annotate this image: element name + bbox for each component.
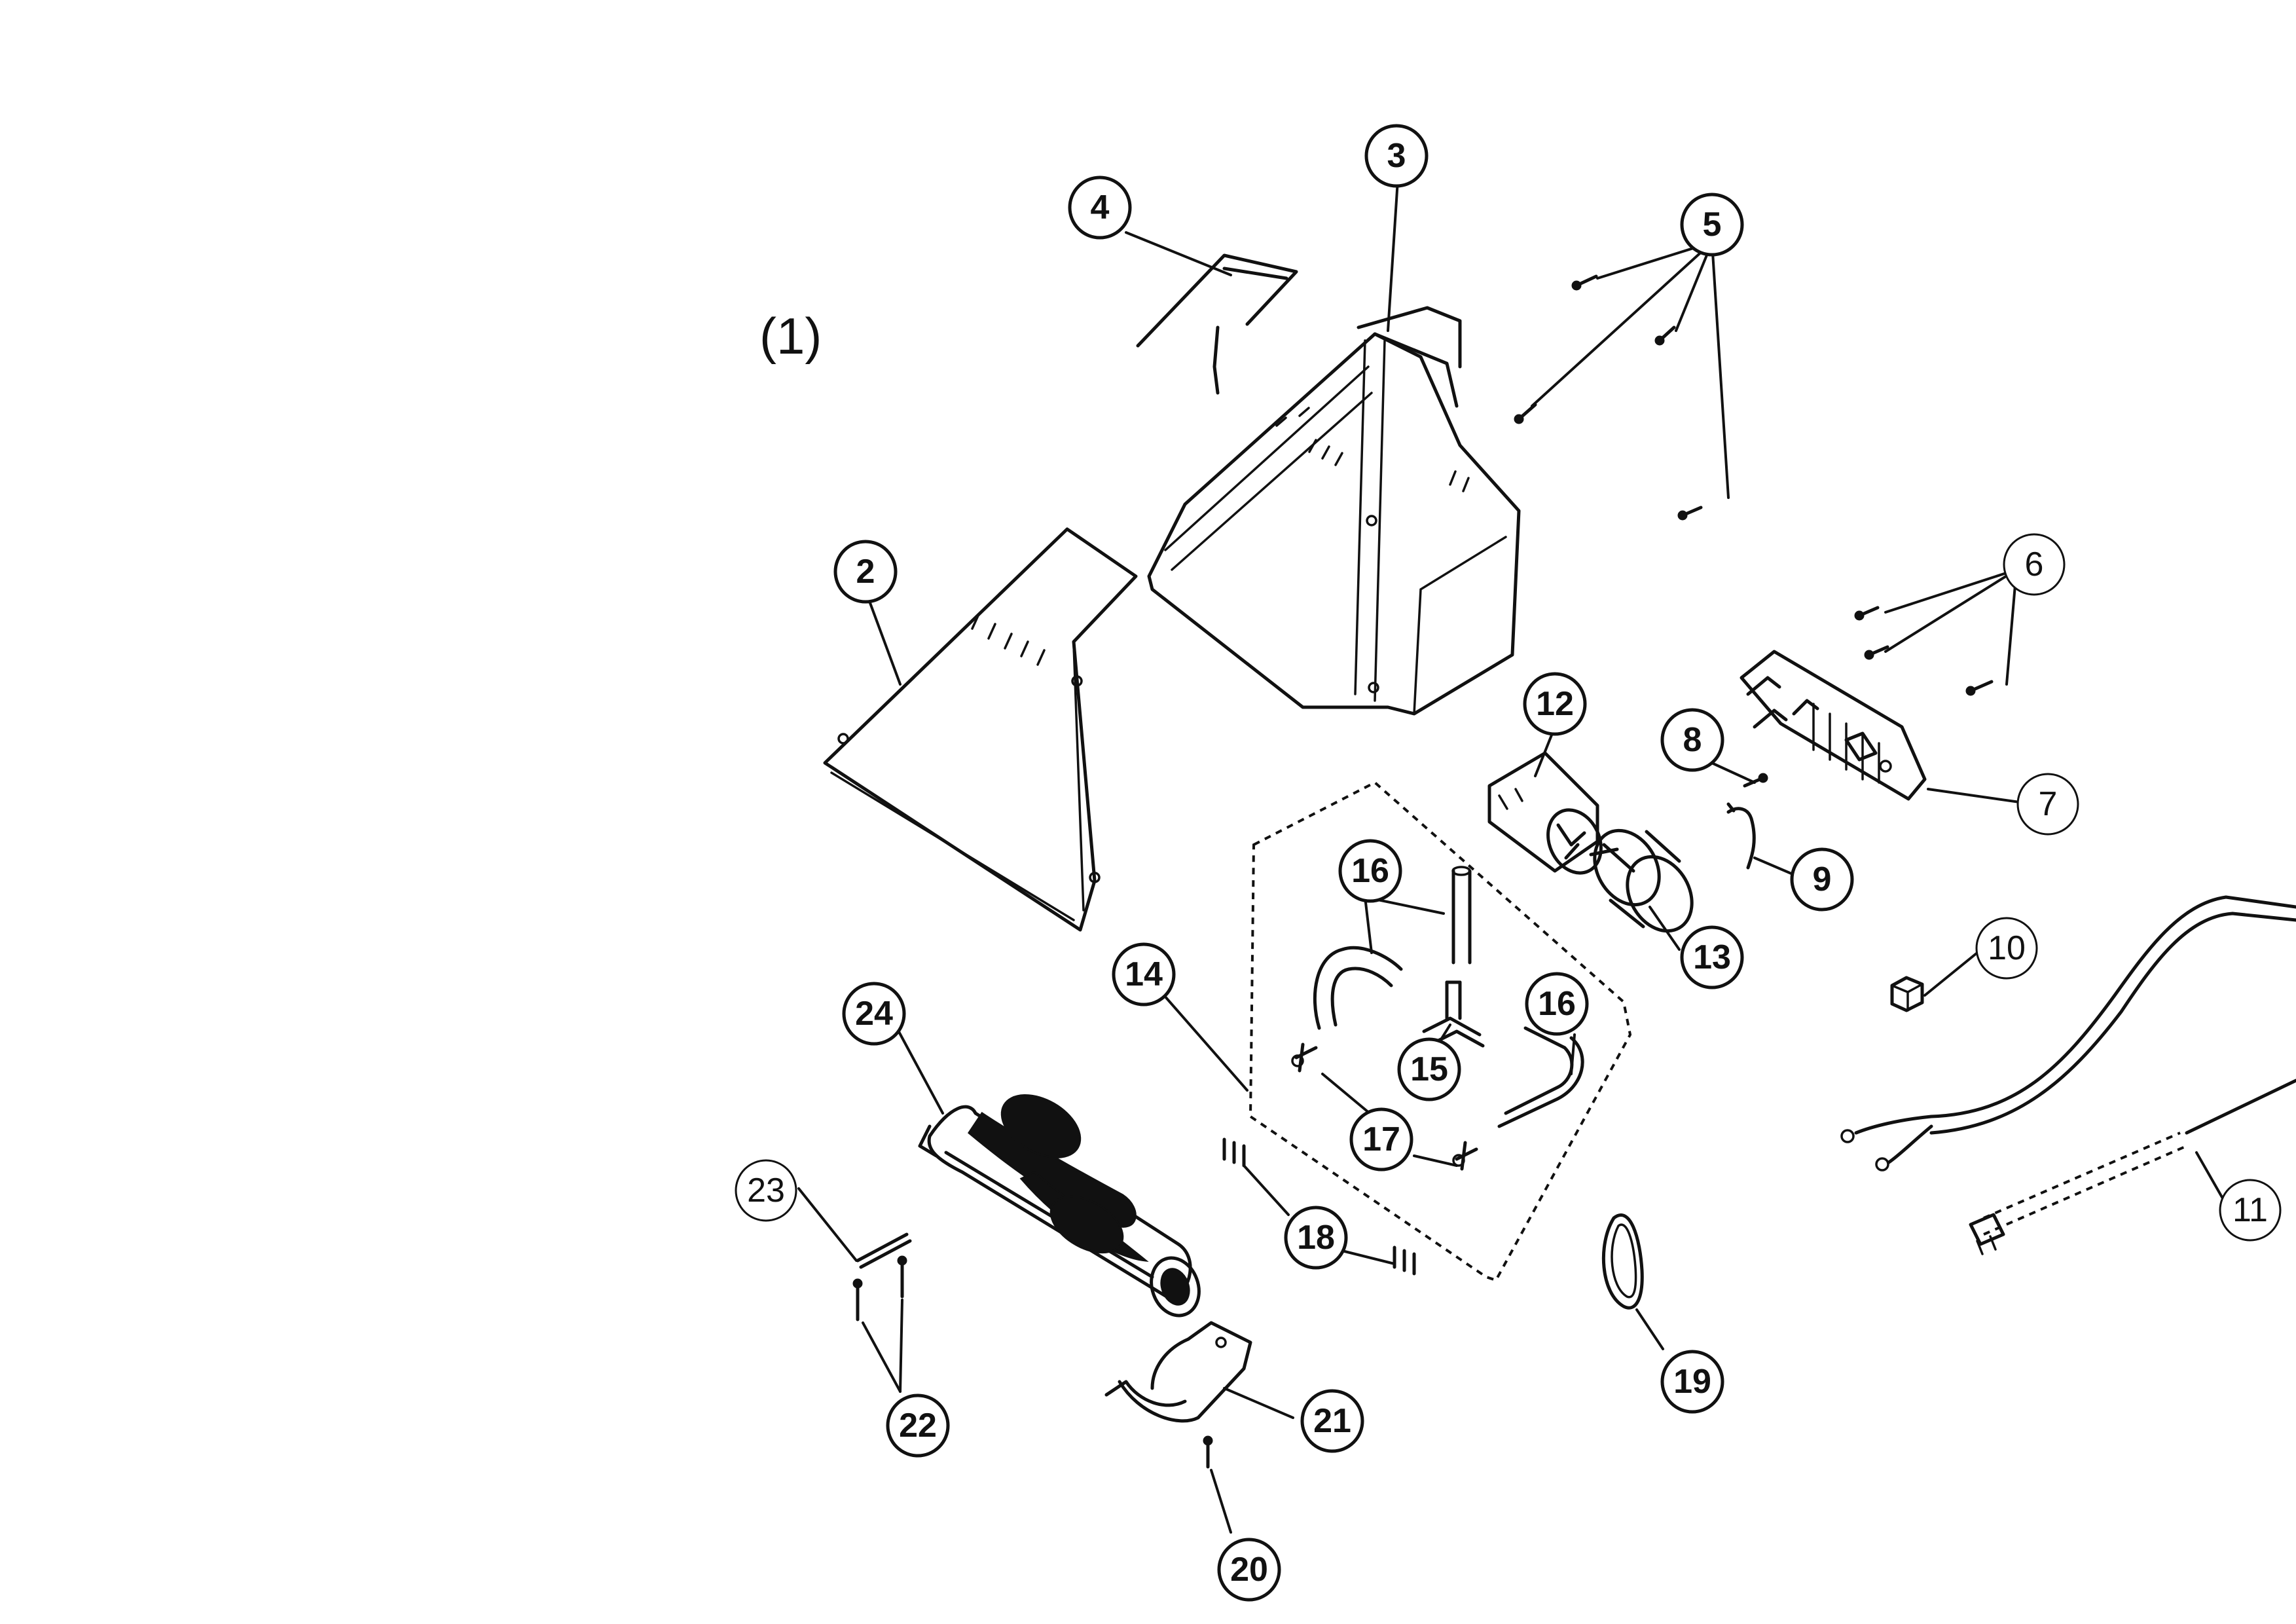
callout-9: 9 <box>1790 847 1854 912</box>
part-13-fan-ring <box>1593 828 1694 933</box>
callout-7-label: 7 <box>2039 785 2058 823</box>
callout-22: 22 <box>886 1393 950 1458</box>
part-6-screws <box>1854 606 1994 696</box>
callout-4-label: 4 <box>1091 189 1110 227</box>
callout-5-label: 5 <box>1703 206 1722 244</box>
part-23-pin <box>856 1232 912 1269</box>
callout-3: 3 <box>1364 124 1429 188</box>
part-22-screws <box>852 1255 907 1321</box>
part-18-clips <box>1222 1137 1416 1276</box>
callout-21-label: 21 <box>1313 1402 1351 1440</box>
callout-12-label: 12 <box>1536 685 1574 723</box>
callout-9-label: 9 <box>1813 860 1832 898</box>
callout-15-label: 15 <box>1410 1050 1448 1088</box>
callout-17-label: 17 <box>1362 1120 1400 1158</box>
callout-7: 7 <box>2016 773 2079 836</box>
callout-19-label: 19 <box>1673 1363 1711 1401</box>
callout-12: 12 <box>1523 672 1587 736</box>
callout-23-label: 23 <box>747 1172 785 1209</box>
part-11-power-cord <box>1840 895 2296 1255</box>
callout-11: 11 <box>2219 1179 2282 1242</box>
callout-8: 8 <box>1660 708 1724 772</box>
callout-16b-label: 16 <box>1538 985 1576 1023</box>
callout-19: 19 <box>1660 1350 1724 1414</box>
part-14-hose-assembly-outline <box>1248 781 1632 1282</box>
callout-16a: 16 <box>1338 839 1402 903</box>
callout-18-label: 18 <box>1297 1219 1335 1257</box>
callout-20-label: 20 <box>1230 1551 1268 1589</box>
callout-8-label: 8 <box>1683 721 1702 759</box>
part-16-hoses <box>1313 866 1584 1128</box>
callout-23: 23 <box>735 1159 797 1222</box>
part-12-motor <box>1487 751 1619 875</box>
callout-16b: 16 <box>1525 972 1589 1036</box>
part-17-clamps <box>1291 1043 1478 1171</box>
figure-label: (1) <box>759 307 822 365</box>
part-4-handle-rod <box>1136 253 1298 395</box>
callout-18: 18 <box>1284 1206 1348 1270</box>
callout-14-label: 14 <box>1125 955 1163 993</box>
callout-17: 17 <box>1349 1107 1413 1172</box>
callout-24-label: 24 <box>855 995 893 1033</box>
callout-24: 24 <box>842 982 906 1046</box>
part-15-tee-connector <box>1422 980 1485 1048</box>
callout-2-label: 2 <box>856 553 875 591</box>
callout-21: 21 <box>1300 1389 1364 1453</box>
part-24-brush-roll <box>918 1094 1201 1318</box>
callout-10-label: 10 <box>1988 929 2026 967</box>
callout-5: 5 <box>1680 193 1744 257</box>
leader-lines <box>797 179 2224 1534</box>
part-10-block <box>1890 976 1924 1012</box>
part-3-main-housing <box>1147 306 1521 716</box>
callout-13-label: 13 <box>1693 938 1731 976</box>
callout-15: 15 <box>1397 1037 1461 1101</box>
callout-14: 14 <box>1112 942 1176 1006</box>
part-9-clip <box>1726 802 1756 870</box>
part-20-screw <box>1203 1435 1213 1469</box>
callout-2: 2 <box>833 540 898 604</box>
part-19-belt <box>1601 1213 1644 1310</box>
callout-6-label: 6 <box>2025 545 2044 583</box>
part-21-bearing-bracket <box>1104 1321 1252 1423</box>
callout-11-label: 11 <box>2232 1191 2268 1229</box>
callout-3-label: 3 <box>1387 137 1406 175</box>
callout-4: 4 <box>1068 175 1132 240</box>
callout-10: 10 <box>1975 917 2038 980</box>
callout-16a-label: 16 <box>1351 852 1389 890</box>
callout-20: 20 <box>1217 1538 1281 1602</box>
part-2-front-panel <box>823 527 1138 932</box>
callout-22-label: 22 <box>899 1407 937 1445</box>
callout-13: 13 <box>1680 925 1744 989</box>
callout-6: 6 <box>2003 533 2066 596</box>
part-7-switch-bracket <box>1740 650 1927 801</box>
